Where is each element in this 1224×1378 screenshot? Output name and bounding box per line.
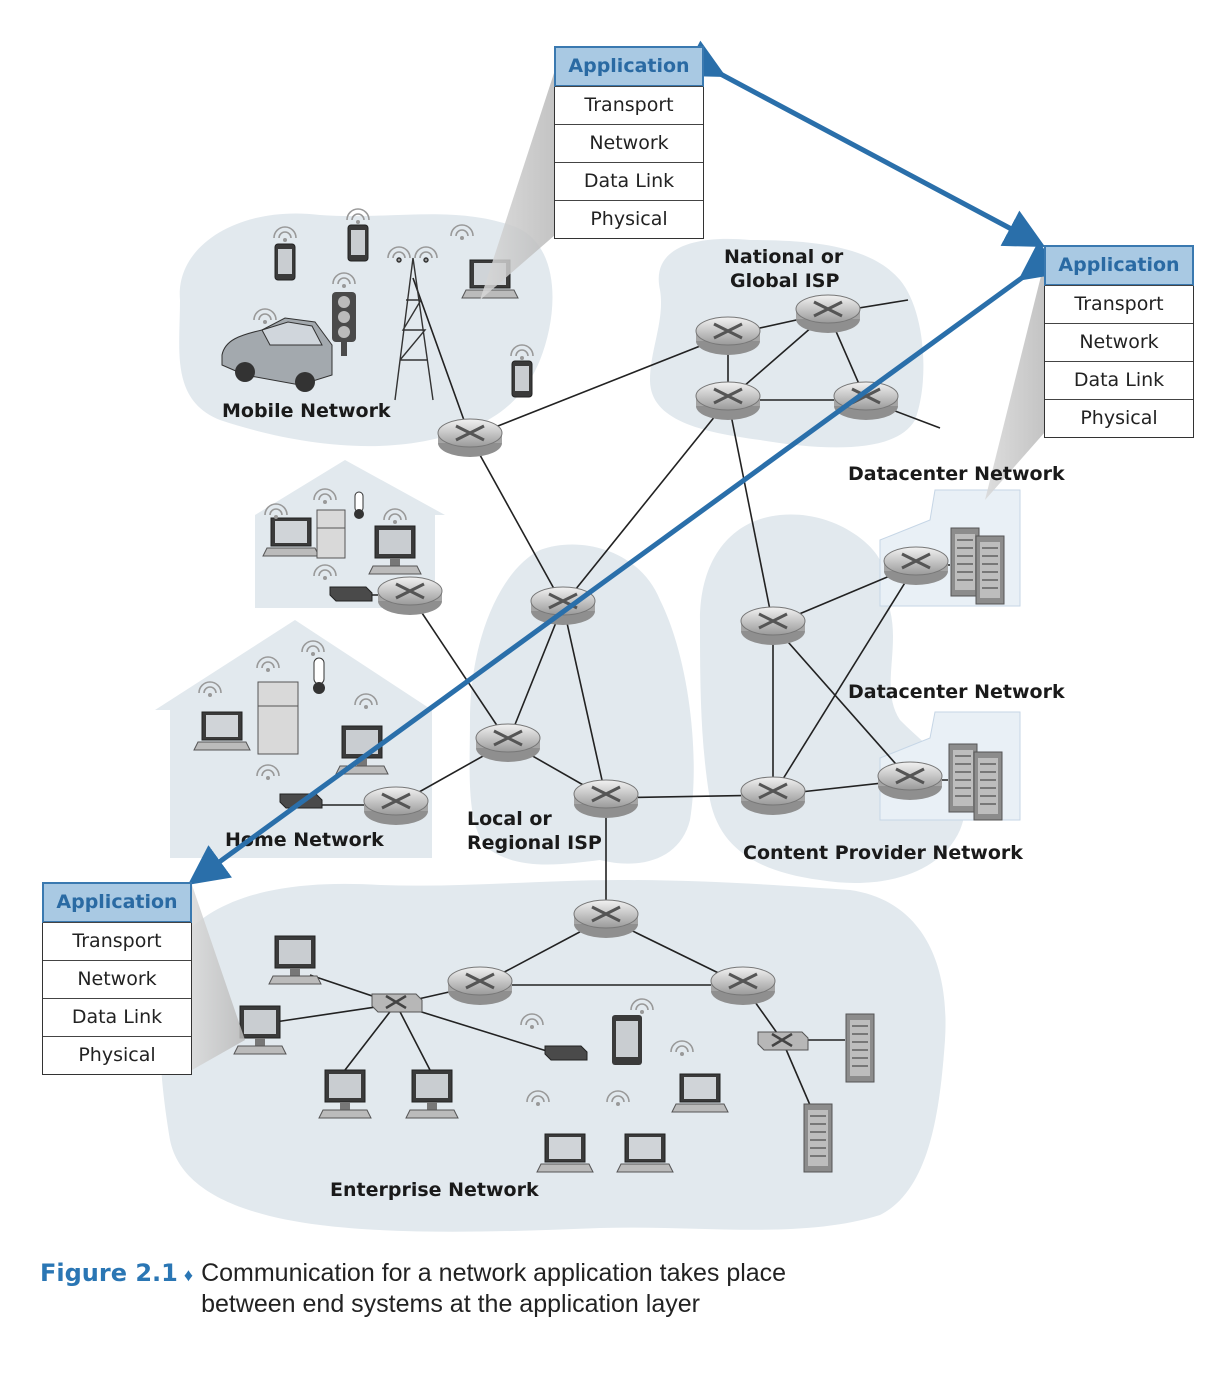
router-home-2: [362, 785, 430, 827]
router-mobile: [436, 417, 504, 459]
server-icon: [975, 535, 1005, 605]
layer-physical: Physical: [1045, 399, 1193, 437]
laptop-icon: [262, 517, 320, 557]
label-local-isp-1: Local or: [467, 808, 552, 830]
arrows: [187, 40, 1062, 885]
router-home-1: [376, 575, 444, 617]
caption-text: Communication for a network application …: [201, 1259, 787, 1318]
layer-data-link: Data Link: [555, 162, 703, 200]
desktop-icon: [335, 725, 389, 775]
desktop-icon: [233, 1005, 287, 1055]
layer-application: Application: [1044, 245, 1194, 286]
server-icon: [950, 527, 980, 597]
router-enterprise-1: [572, 898, 640, 940]
router-content-2: [739, 775, 807, 817]
thermometer-icon: [354, 491, 364, 519]
switch-icon: [370, 992, 424, 1014]
diamond-icon: ♦: [183, 1265, 194, 1285]
router-datacenter-1: [882, 545, 950, 587]
enterprise-devices: [233, 935, 875, 1173]
figure-number: Figure 2.1: [40, 1259, 178, 1287]
label-datacenter-bottom: Datacenter Network: [848, 681, 1065, 703]
desktop-icon: [318, 1069, 372, 1119]
modem-icon: [329, 586, 373, 602]
server-icon: [948, 743, 978, 813]
protocol-stack-right: Application Transport Network Data Link …: [1044, 245, 1194, 438]
laptop-icon: [671, 1073, 729, 1113]
laptop-icon: [193, 711, 251, 751]
label-enterprise-network: Enterprise Network: [330, 1179, 539, 1201]
label-national-isp-2: Global ISP: [730, 270, 839, 292]
router-national-1: [694, 315, 762, 357]
switch-icon: [756, 1030, 810, 1052]
figure-caption: Figure 2.1♦ Communication for a network a…: [40, 1258, 1190, 1320]
router-local-3: [572, 778, 640, 820]
label-mobile-network: Mobile Network: [222, 400, 391, 422]
router-national-3: [694, 380, 762, 422]
router-national-4: [832, 380, 900, 422]
layer-application: Application: [42, 882, 192, 923]
layer-network: Network: [43, 960, 191, 998]
router-national-2: [794, 293, 862, 335]
layer-transport: Transport: [1045, 285, 1193, 323]
router-enterprise-2: [446, 965, 514, 1007]
tablet-icon: [612, 998, 654, 1065]
laptop-icon: [536, 1133, 594, 1173]
phone-icon: [274, 243, 296, 281]
layer-data-link: Data Link: [1045, 361, 1193, 399]
phone-icon: [511, 360, 533, 398]
layer-network: Network: [1045, 323, 1193, 361]
label-local-isp-2: Regional ISP: [467, 832, 602, 854]
desktop-icon: [405, 1069, 459, 1119]
arrow-diagonal: [187, 241, 1062, 885]
label-national-isp-1: National or: [724, 246, 844, 268]
datacenter-servers: [948, 527, 1005, 821]
label-datacenter-top: Datacenter Network: [848, 463, 1065, 485]
router-local-2: [474, 722, 542, 764]
protocol-stack-left: Application Transport Network Data Link …: [42, 882, 192, 1075]
layer-data-link: Data Link: [43, 998, 191, 1036]
modem-icon: [544, 1045, 588, 1061]
layer-transport: Transport: [43, 922, 191, 960]
laptop-icon: [616, 1133, 674, 1173]
router-content-1: [739, 605, 807, 647]
router-enterprise-3: [709, 965, 777, 1007]
desktop-icon: [268, 935, 322, 985]
phone-icon: [347, 224, 369, 262]
arrow-top: [681, 40, 1046, 248]
server-icon: [973, 751, 1003, 821]
layer-physical: Physical: [555, 200, 703, 238]
layer-physical: Physical: [43, 1036, 191, 1074]
server-icon: [845, 1013, 875, 1083]
label-content-provider: Content Provider Network: [743, 842, 1023, 864]
layer-application: Application: [554, 46, 704, 87]
router-datacenter-2: [876, 760, 944, 802]
layer-transport: Transport: [555, 86, 703, 124]
server-icon: [803, 1103, 833, 1173]
protocol-stack-top: Application Transport Network Data Link …: [554, 46, 704, 239]
layer-network: Network: [555, 124, 703, 162]
desktop-icon: [368, 525, 422, 575]
